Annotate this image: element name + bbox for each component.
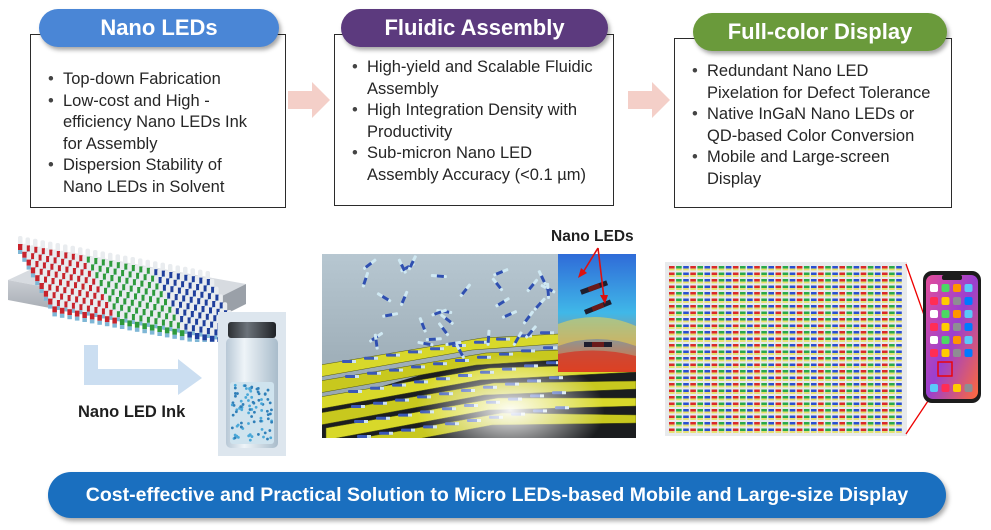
smartphone-icon [923,271,981,403]
flow-arrow-icon [628,82,670,118]
fluidic-assembly-icon [322,254,636,438]
stage-box-fluidic-assembly: High-yield and Scalable FluidicAssemblyH… [334,34,614,206]
stage-title-full-color-display: Full-color Display [693,13,947,51]
ink-vial-icon [218,312,286,456]
stage-bullet: High Integration Density withProductivit… [352,100,603,143]
stage-box-nano-leds: Top-down FabricationLow-cost and High -e… [30,34,286,208]
nano-leds-label: Nano LEDs [551,228,634,245]
summary-banner: Cost-effective and Practical Solution to… [48,472,946,518]
stage-title-fluidic-assembly: Fluidic Assembly [341,9,608,47]
flow-arrow-icon [288,82,330,118]
stage-bullet: Top-down Fabrication [48,69,275,91]
ink-arrow-icon [84,345,202,395]
nano-led-ink-label: Nano LED Ink [78,403,186,421]
stage-title-nano-leds: Nano LEDs [39,9,279,47]
stage-bullet: Low-cost and High -efficiency Nano LEDs … [48,91,275,156]
pointer-arrows-icon [578,247,608,304]
stage-bullets: Top-down FabricationLow-cost and High -e… [47,69,275,198]
stage-bullets: High-yield and Scalable FluidicAssemblyH… [351,57,603,186]
pixel-array-icon [665,262,907,436]
nanorod-array-icon [8,236,246,342]
